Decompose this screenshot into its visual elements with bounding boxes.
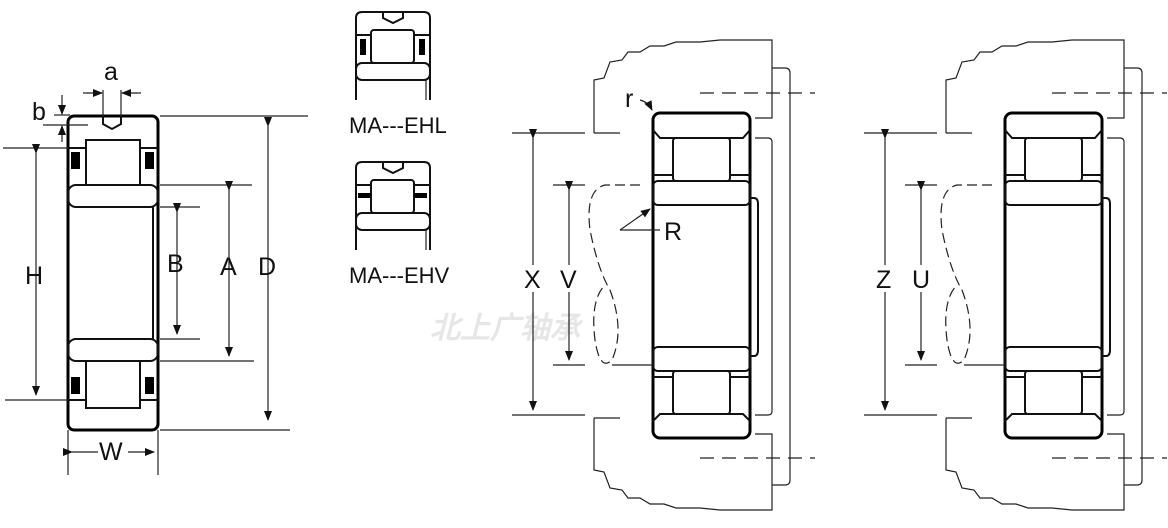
- label-V: V: [560, 266, 577, 294]
- caption-ehv: MA---EHV: [349, 263, 450, 288]
- watermark: 北上广轴承: [430, 311, 584, 346]
- label-a: a: [104, 58, 118, 86]
- bearing-cross-section: a b H B A D W: [3, 58, 308, 475]
- label-U: U: [912, 266, 930, 294]
- label-H: H: [25, 262, 43, 290]
- label-X: X: [524, 266, 541, 294]
- label-R: R: [664, 218, 682, 246]
- caption-ehl: MA---EHL: [349, 113, 447, 138]
- label-W: W: [99, 438, 123, 466]
- mounting-drawing-housing-shaft: r R X V: [510, 38, 817, 512]
- label-D: D: [258, 253, 276, 281]
- label-A: A: [220, 253, 237, 281]
- variant-ehl: MA---EHL: [349, 11, 447, 138]
- label-Z: Z: [876, 266, 891, 294]
- mounting-drawing-shaft-housing-2: Z U: [862, 38, 1168, 512]
- variant-ehv: MA---EHV: [349, 161, 450, 288]
- label-B: B: [167, 250, 184, 278]
- label-r: r: [625, 85, 633, 113]
- label-b: b: [32, 98, 46, 126]
